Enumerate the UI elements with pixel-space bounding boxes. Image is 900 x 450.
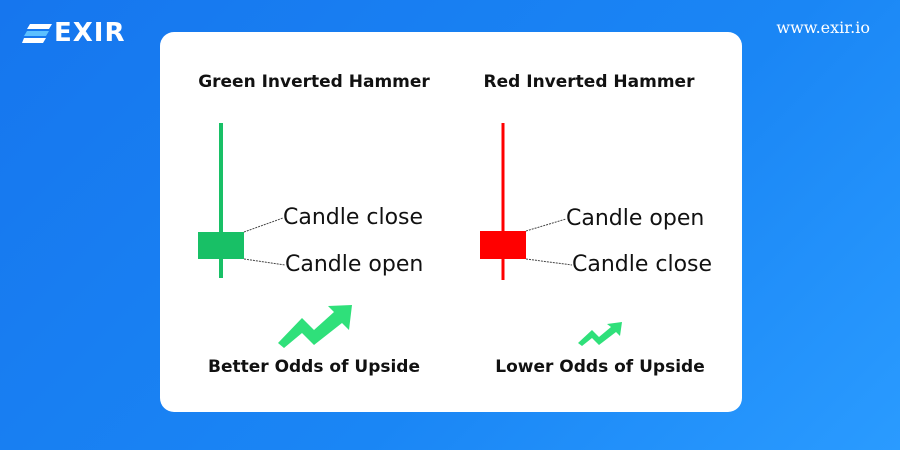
- green-title: Green Inverted Hammer: [198, 72, 430, 92]
- website-url: www.exir.io: [776, 18, 870, 37]
- exir-logo: EXIR: [22, 18, 126, 48]
- red-lower-label: Candle close: [572, 252, 713, 277]
- green-caption: Better Odds of Upside: [207, 357, 421, 377]
- leader-line: [243, 258, 286, 266]
- logo-text: EXIR: [54, 18, 126, 48]
- content-card: [160, 32, 742, 412]
- green-upper-label: Candle close: [283, 205, 424, 230]
- leader-line: [243, 217, 284, 233]
- red-candle: [480, 123, 526, 280]
- red-upper-label: Candle open: [566, 206, 705, 231]
- leader-line: [525, 258, 573, 266]
- small-up-arrow-icon: [578, 322, 622, 346]
- green-lower-label: Candle open: [285, 252, 424, 277]
- red-caption: Lower Odds of Upside: [495, 357, 705, 377]
- logo-stripes-icon: [22, 24, 52, 43]
- red-title: Red Inverted Hammer: [483, 72, 695, 92]
- green-candle: [198, 123, 244, 278]
- large-up-arrow-icon: [278, 305, 352, 348]
- leader-line: [525, 218, 567, 232]
